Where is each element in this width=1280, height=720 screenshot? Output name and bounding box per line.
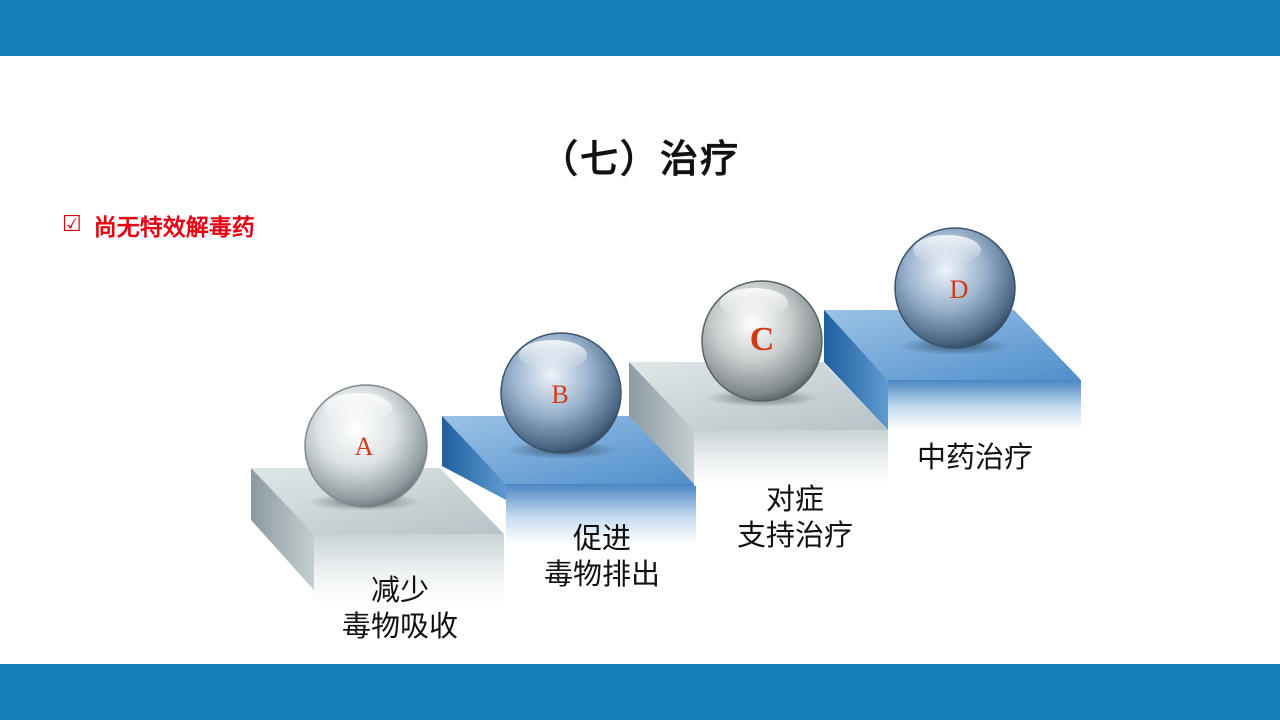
step-a — [251, 468, 504, 604]
step-c-label-line1: 对症 — [765, 482, 825, 516]
checkbox-checked-icon: ☑ — [62, 212, 82, 237]
step-d — [824, 310, 1081, 430]
sphere-d: D — [894, 227, 1016, 355]
bottom-banner — [0, 664, 1280, 720]
sphere-a-letter: A — [355, 432, 374, 461]
sphere-a: A — [304, 384, 428, 511]
step-a-label-line2: 毒物吸收 — [341, 609, 459, 643]
sphere-b-letter: B — [551, 380, 568, 409]
step-b-label-line2: 毒物排出 — [543, 557, 661, 591]
step-b-front — [506, 484, 696, 544]
step-b-label-line1: 促进 — [572, 521, 632, 555]
step-c — [629, 362, 888, 486]
step-a-side — [251, 468, 314, 590]
step-c-label: 对症 支持治疗 — [737, 481, 853, 553]
step-d-label-line1: 中药治疗 — [916, 440, 1034, 474]
step-a-label: 减少 毒物吸收 — [342, 572, 458, 644]
top-banner — [0, 0, 1280, 56]
step-b-side — [442, 416, 506, 500]
key-note-text: 尚无特效解毒药 — [93, 215, 255, 241]
sphere-d-letter: D — [950, 275, 969, 304]
step-d-side — [824, 310, 888, 430]
sphere-c: C — [701, 280, 823, 407]
key-note: ☑ 尚无特效解毒药 — [62, 208, 255, 242]
step-b-label: 促进 毒物排出 — [544, 520, 660, 592]
step-a-front — [314, 534, 504, 604]
step-a-label-line1: 减少 — [370, 573, 430, 607]
step-c-side — [629, 362, 694, 484]
step-d-label: 中药治疗 — [917, 439, 1033, 475]
step-c-label-line2: 支持治疗 — [736, 518, 854, 552]
sphere-b: B — [500, 332, 622, 459]
step-c-front — [694, 430, 888, 486]
step-d-front — [888, 380, 1081, 430]
sphere-c-letter: C — [750, 321, 775, 358]
slide-title: （七）治疗 — [539, 137, 740, 181]
